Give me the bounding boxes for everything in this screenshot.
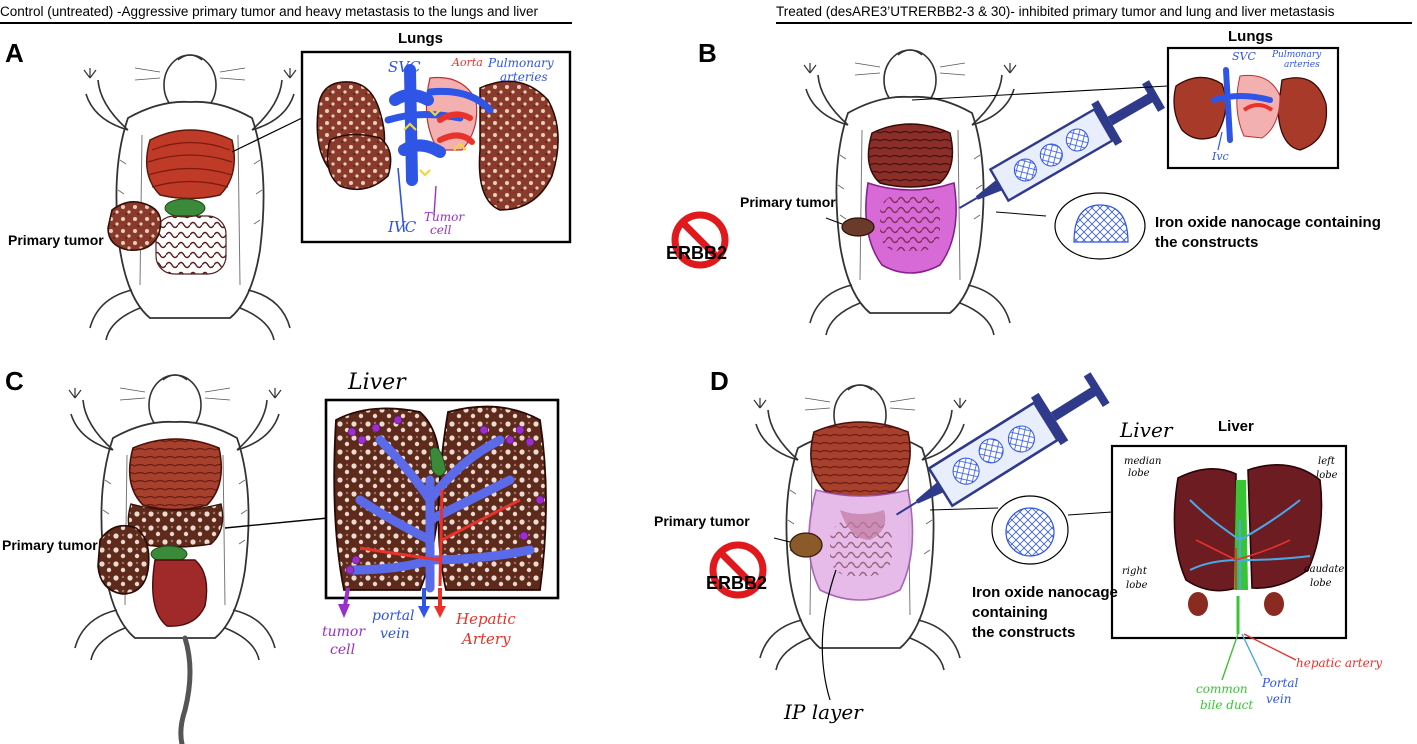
panel-d-caudate-label: caudate — [1304, 564, 1345, 575]
panel-b-lungs-box — [1166, 46, 1340, 170]
panel-d-nanocage-line3: the constructs — [972, 624, 1076, 641]
treated-header: Treated (desARE3’UTRERBB2-3 & 30)- inhib… — [776, 4, 1335, 19]
panel-d-common-label: common — [1196, 682, 1248, 696]
panel-d-nanocage-line2: containing — [972, 604, 1048, 621]
panel-letter-c: C — [5, 366, 24, 396]
panel-d-hepatic-artery-label: hepatic artery — [1296, 656, 1383, 670]
panel-c-mouse — [68, 374, 282, 744]
panel-c-hepatic-label: Hepatic — [456, 610, 516, 628]
panel-c-cell-label: cell — [330, 642, 356, 658]
control-header-rule — [0, 22, 572, 24]
panel-d-right-label: right — [1122, 566, 1147, 577]
panel-b-svc-label: SVC — [1232, 50, 1256, 63]
panel-a-mouse — [83, 54, 297, 341]
panel-b-title: Lungs — [1228, 28, 1273, 45]
panel-d-right-lobe-label: lobe — [1126, 580, 1148, 591]
panel-d-median-lobe-label: lobe — [1128, 468, 1150, 479]
panel-d-primary-tumor — [773, 532, 823, 558]
panel-d-ban-label: ERBB2 — [706, 573, 768, 593]
panel-c-tumor-label: tumor — [322, 624, 366, 640]
panel-d-mouse — [753, 384, 967, 671]
panel-letter-d: D — [710, 366, 729, 396]
panel-d-left-label: left — [1318, 456, 1335, 467]
panel-a-lungs-box — [300, 50, 572, 244]
panel-letter-a: A — [5, 38, 24, 68]
panel-a-pulmonary-label: Pulmonary — [488, 56, 554, 70]
panel-c-liver-box — [324, 398, 560, 618]
panel-a-arteries-label: arteries — [500, 70, 548, 84]
panel-b-mouse — [803, 49, 1017, 336]
control-header: Control (untreated) -Aggressive primary … — [0, 4, 538, 19]
panel-b-pulmonary-label: Pulmonary — [1272, 50, 1322, 60]
panel-d-liver-box — [1110, 444, 1348, 681]
panel-a-tumor-label: Tumor — [424, 210, 465, 224]
panel-d-ban-icon — [709, 541, 767, 599]
panel-a-cell-label: cell — [430, 223, 452, 237]
panel-d-syringe — [896, 372, 1110, 516]
panel-c-portal-label: portal — [372, 608, 415, 624]
panel-d-portal-label: Portal — [1262, 676, 1299, 690]
treated-header-rule — [776, 22, 1412, 24]
panel-b-nanocage-line2: the constructs — [1155, 234, 1259, 251]
panel-a-primary-tumor-label: Primary tumor — [8, 232, 104, 248]
panel-b-ban-icon — [671, 211, 729, 269]
panel-b-primary-tumor — [825, 217, 875, 237]
panel-b-nanocage — [1054, 192, 1146, 260]
panel-d-nanocage-line1: Iron oxide nanocage — [972, 584, 1118, 601]
panel-d-left-lobe-label: lobe — [1316, 470, 1338, 481]
panel-d-portal-vein-label: vein — [1266, 692, 1292, 706]
panel-c-artery-label: Artery — [462, 630, 511, 648]
panel-d-caudate-lobe-label: lobe — [1310, 578, 1332, 589]
panel-d-nanocage — [991, 495, 1069, 565]
panel-b-syringe — [959, 80, 1165, 209]
panel-b-nanocage-line1: Iron oxide nanocage containing — [1155, 214, 1381, 231]
panel-a-primary-tumor — [107, 201, 162, 252]
panel-b-ivc-label: Ivc — [1212, 150, 1229, 163]
panel-a-aorta-label: Aorta — [452, 56, 483, 69]
panel-c-vein-label: vein — [380, 626, 410, 642]
panel-d-bile-duct-label: bile duct — [1200, 698, 1254, 712]
panel-c-primary-tumor-label: Primary tumor — [2, 537, 98, 553]
panel-c-primary-tumor — [97, 524, 150, 595]
panel-d-title-hand: Liver — [1120, 418, 1173, 442]
panel-c-title: Liver — [348, 370, 406, 395]
panel-b-primary-tumor-label: Primary tumor — [740, 194, 836, 210]
panel-a-title: Lungs — [398, 30, 443, 47]
panel-d-ip-layer-label: IP layer — [784, 700, 863, 724]
panel-d-title: Liver — [1218, 418, 1254, 435]
panel-a-svc-label: SVC — [388, 58, 421, 76]
panel-b-arteries-label: arteries — [1284, 60, 1320, 70]
panel-letter-b: B — [698, 38, 717, 68]
panel-d-median-label: median — [1124, 456, 1162, 467]
panel-b-ban-label: ERBB2 — [666, 243, 728, 263]
panel-a-ivc-label: IVC — [388, 218, 417, 236]
panel-d-primary-tumor-label: Primary tumor — [654, 513, 750, 529]
